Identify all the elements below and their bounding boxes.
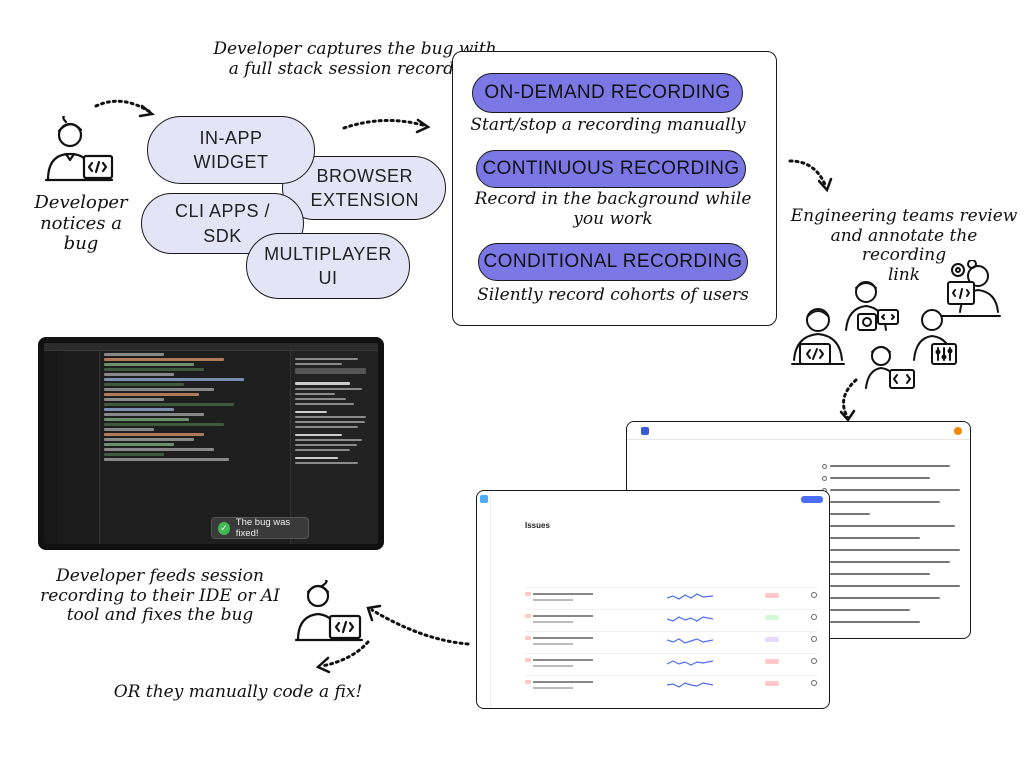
arrow-modes-to-review <box>788 159 833 193</box>
mode-on-demand: ON-DEMAND RECORDING <box>472 73 743 113</box>
issue-row <box>525 609 817 631</box>
arrow-review-to-viewer <box>839 378 858 423</box>
source-browser-extension: BROWSER EXTENSION <box>282 156 446 220</box>
mode-continuous: CONTINUOUS RECORDING <box>476 150 746 188</box>
source-label: IN-APP WIDGET <box>193 127 269 172</box>
source-in-app-widget: IN-APP WIDGET <box>147 116 315 184</box>
viewer-avatar <box>954 427 962 435</box>
issues-sidebar <box>477 491 491 708</box>
issues-logo-icon <box>480 495 488 503</box>
mode-on-demand-desc: Start/stop a recording manually <box>470 115 746 135</box>
arrow-issues-to-ide <box>366 604 470 646</box>
issue-row <box>525 653 817 675</box>
issue-row <box>525 587 817 609</box>
mode-label: CONDITIONAL RECORDING <box>483 251 743 273</box>
arrow-sources-to-modes <box>342 118 431 134</box>
issue-row <box>525 631 817 653</box>
mode-conditional: CONDITIONAL RECORDING <box>478 243 748 281</box>
toast-text: The bug was fixed! <box>235 517 291 539</box>
ide-file-tree <box>58 351 100 544</box>
issue-row <box>525 675 817 697</box>
ide-activity-bar <box>44 351 58 544</box>
step-feeds-label: Developer feeds session recording to the… <box>40 566 280 626</box>
arrow-notice-to-sources <box>94 99 155 118</box>
ide-screenshot: ✓ The bug was fixed! <box>38 337 384 550</box>
ide-code-editor <box>100 351 290 544</box>
source-label: BROWSER EXTENSION <box>310 165 419 210</box>
source-label: CLI APPS / SDK <box>174 201 271 246</box>
engineering-team-icon <box>791 260 1001 389</box>
step-notice-label: Developer notices a bug <box>34 192 128 255</box>
mode-label: ON-DEMAND RECORDING <box>484 82 731 104</box>
arrow-to-manual-fix <box>315 640 370 674</box>
ide-titlebar <box>44 343 378 351</box>
issues-share-button <box>801 496 823 503</box>
developer-woman-icon <box>294 580 364 642</box>
ide-chat-panel <box>290 351 378 544</box>
source-label: MULTIPLAYER UI <box>264 243 392 288</box>
source-multiplayer-ui: MULTIPLAYER UI <box>246 233 410 299</box>
developer-icon <box>44 116 114 182</box>
check-icon: ✓ <box>218 521 230 535</box>
issues-screenshot: Issues <box>476 490 830 709</box>
issues-title: Issues <box>525 521 550 530</box>
mode-label: CONTINUOUS RECORDING <box>482 158 740 180</box>
step-review-label: Engineering teams review and annotate th… <box>790 206 1018 285</box>
viewer-logo-icon <box>641 426 649 435</box>
step-manual-label: OR they manually code a fix! <box>113 682 363 702</box>
viewer-topbar <box>627 422 970 440</box>
mode-continuous-desc: Record in the background while you work <box>474 189 752 229</box>
mode-conditional-desc: Silently record cohorts of users <box>477 285 749 305</box>
bug-fixed-toast: ✓ The bug was fixed! <box>211 517 309 539</box>
